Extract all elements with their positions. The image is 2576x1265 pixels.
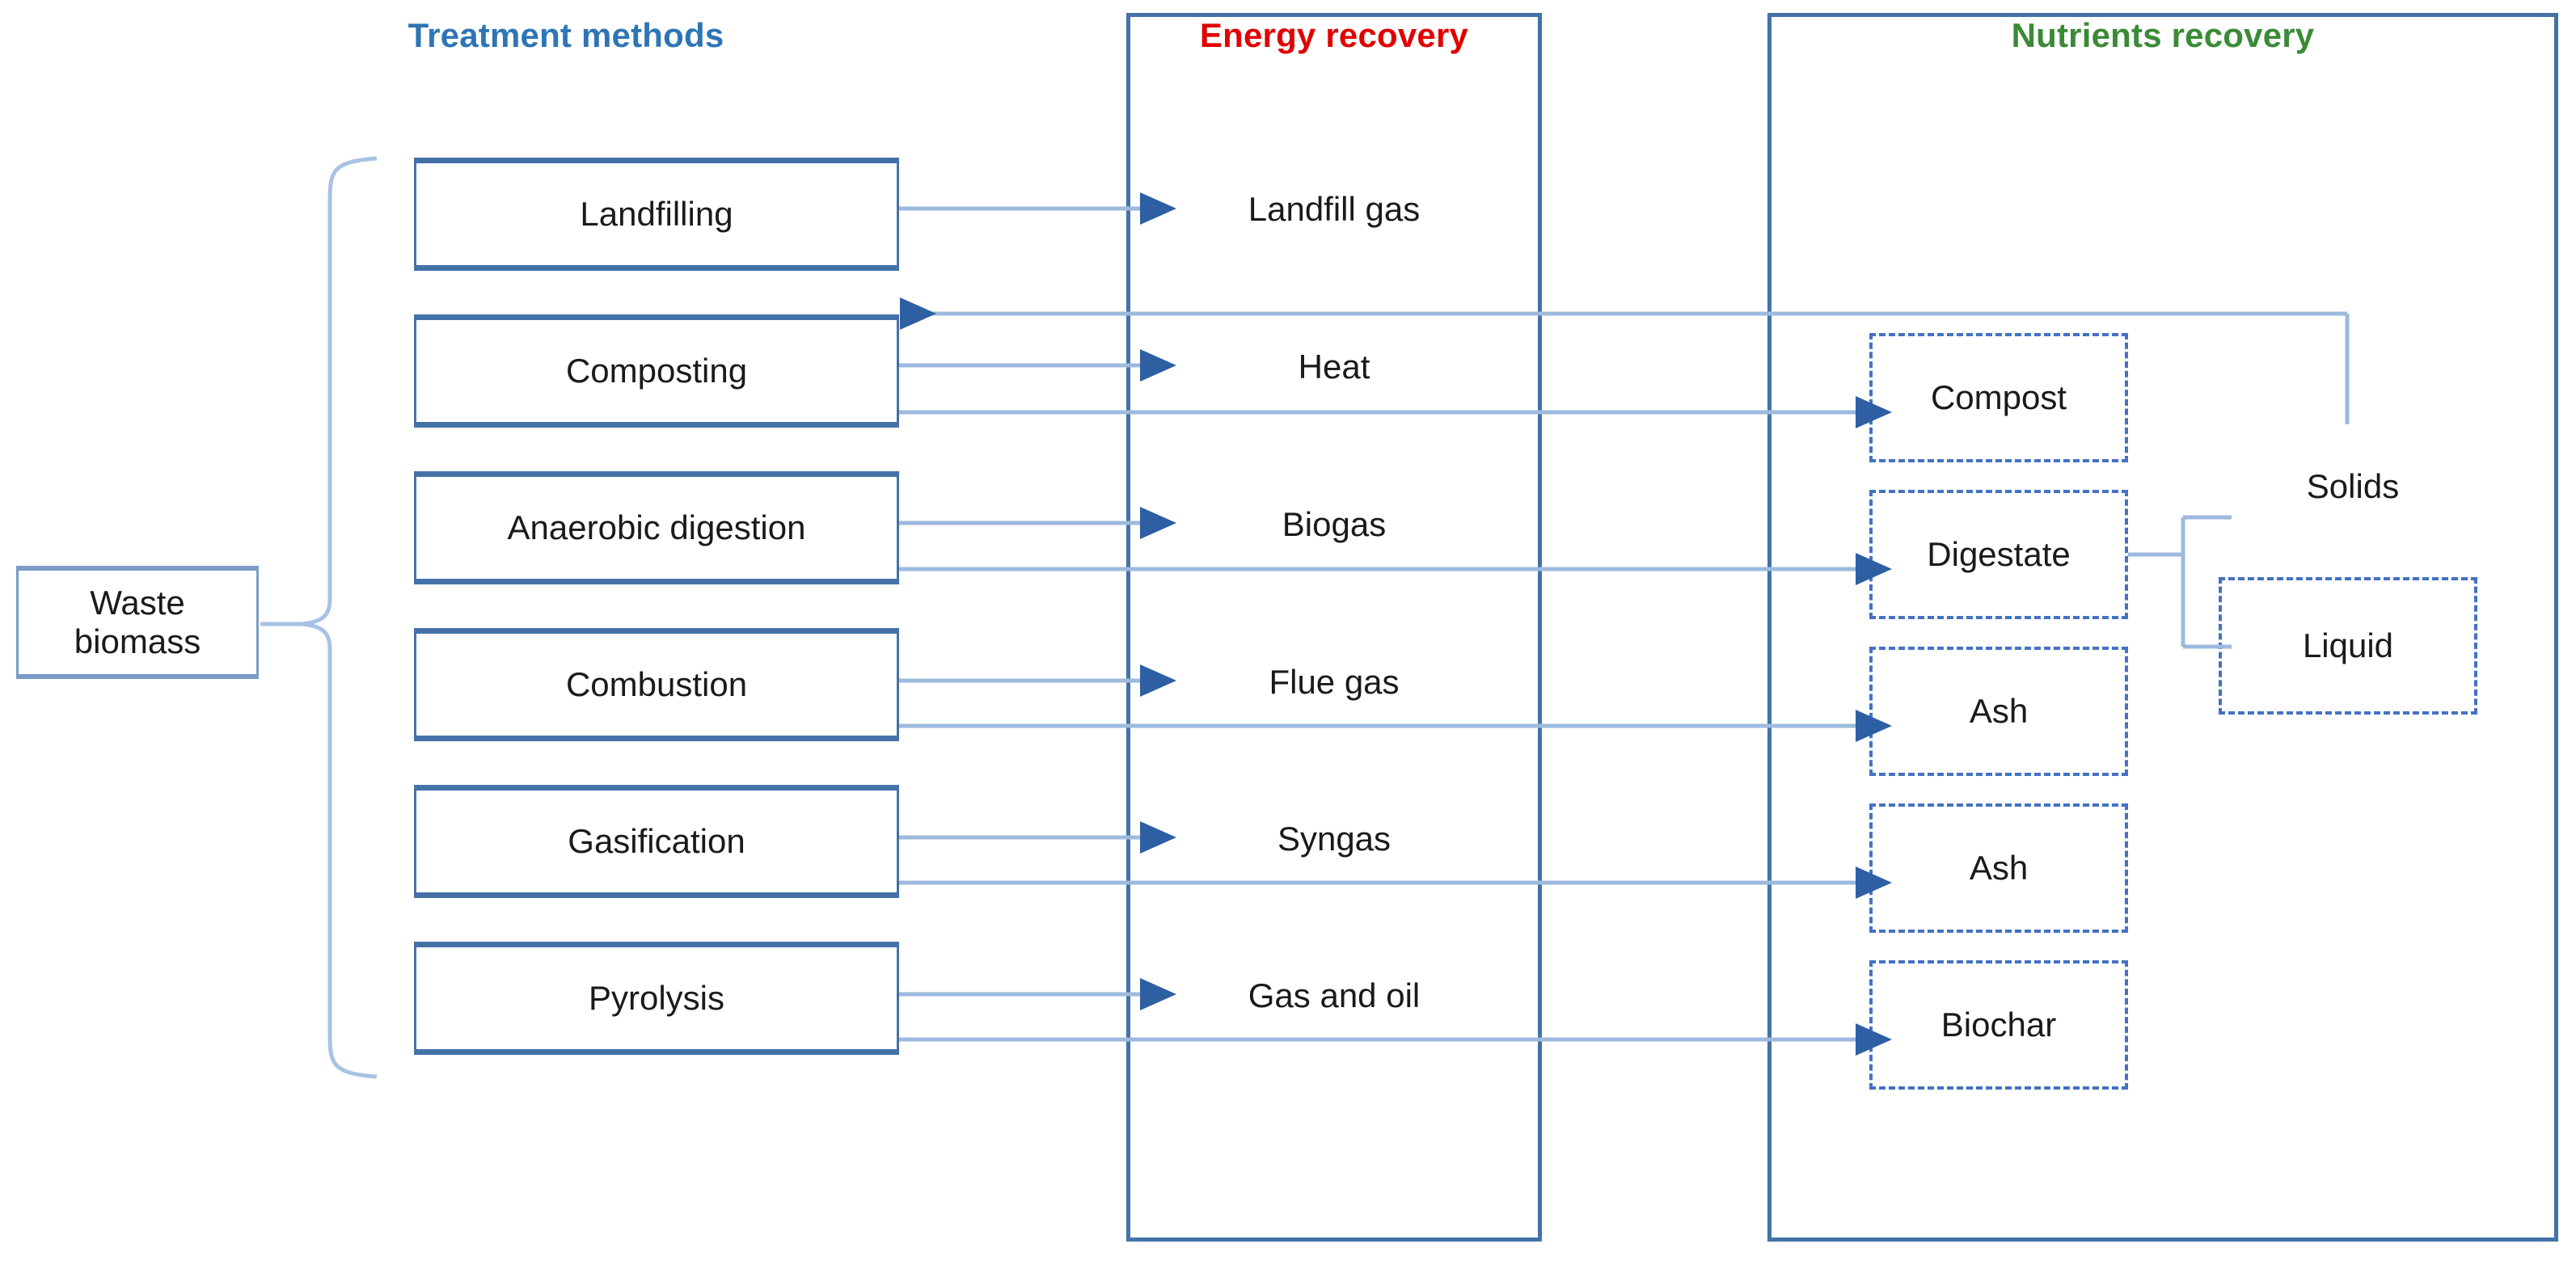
treatment-box-landfilling[interactable]: Landfilling — [414, 158, 899, 271]
source-label: Waste biomass — [74, 584, 201, 662]
treatment-box-anaerobic-digestion[interactable]: Anaerobic digestion — [414, 471, 899, 584]
energy-label-biogas: Biogas — [1282, 505, 1387, 543]
treatment-box-composting[interactable]: Composting — [414, 314, 899, 428]
nutrient-box-compost[interactable]: Compost — [1869, 333, 2128, 462]
brace-waste-to-treatments — [260, 156, 378, 1079]
energy-recovery-panel — [1126, 13, 1542, 1242]
column-title-treatment: Treatment methods — [408, 16, 724, 54]
flow-treatment-to-energy — [899, 192, 1176, 1010]
treatment-box-gasification[interactable]: Gasification — [414, 785, 899, 898]
treatment-box-pyrolysis[interactable]: Pyrolysis — [414, 942, 899, 1055]
energy-label-landfill-gas: Landfill gas — [1248, 190, 1421, 228]
treatment-box-combustion[interactable]: Combustion — [414, 628, 899, 741]
energy-label-flue-gas: Flue gas — [1269, 663, 1400, 701]
source-waste-biomass: Waste biomass — [16, 566, 259, 679]
nutrient-box-ash-combustion[interactable]: Ash — [1869, 647, 2128, 776]
source-label-line2: biomass — [74, 622, 201, 660]
nutrients-recovery-panel — [1767, 13, 2558, 1242]
energy-label-syngas: Syngas — [1277, 820, 1391, 858]
column-title-nutrients: Nutrients recovery — [2011, 16, 2315, 54]
nutrient-box-biochar[interactable]: Biochar — [1869, 960, 2128, 1090]
nutrient-box-ash-gasification[interactable]: Ash — [1869, 803, 2128, 933]
digestate-fraction-liquid[interactable]: Liquid — [2219, 577, 2477, 715]
nutrient-box-digestate[interactable]: Digestate — [1869, 490, 2128, 619]
energy-label-heat: Heat — [1298, 348, 1370, 386]
column-title-energy: Energy recovery — [1199, 16, 1469, 54]
energy-label-gas-and-oil: Gas and oil — [1248, 976, 1421, 1014]
source-label-line1: Waste — [90, 583, 185, 622]
digestate-fraction-solids: Solids — [2306, 467, 2400, 505]
